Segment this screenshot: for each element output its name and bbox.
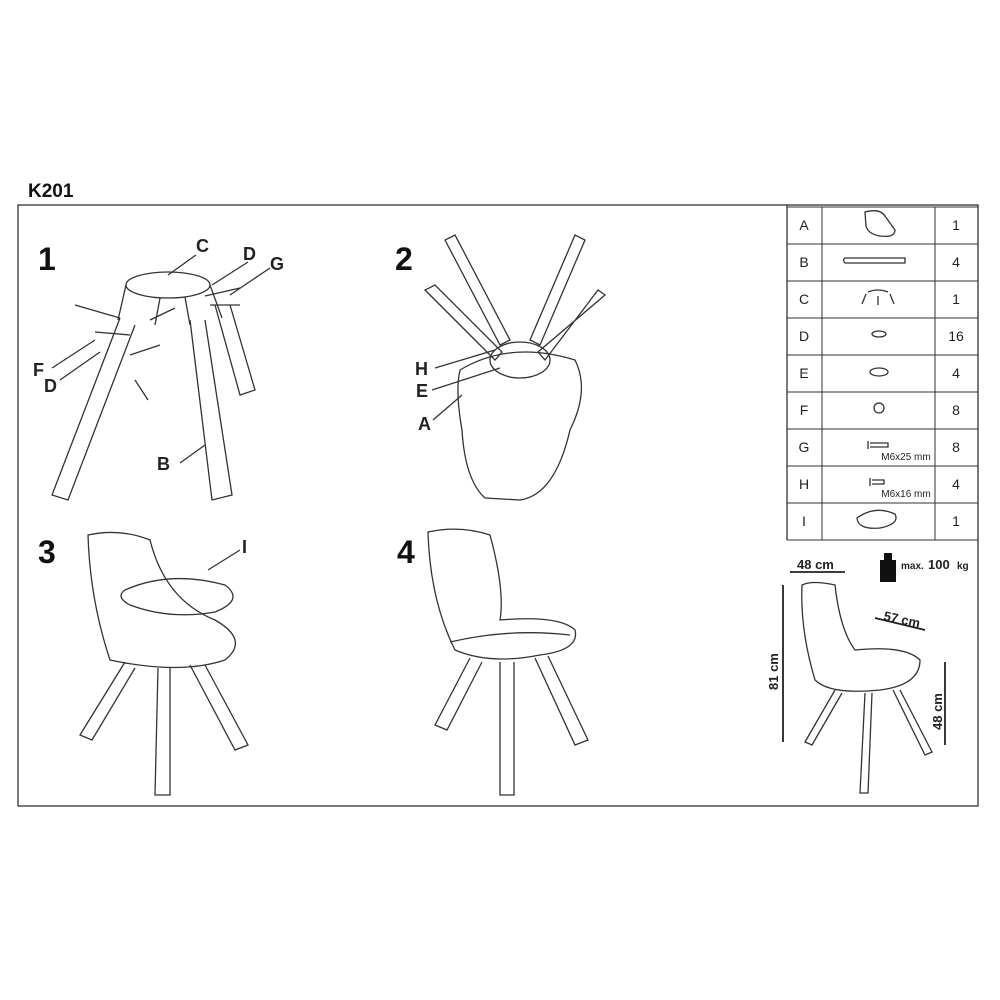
part-quantity: 4 <box>952 254 960 270</box>
step-1: 1 C D G F D B <box>33 236 284 501</box>
bolt-icon <box>867 441 889 449</box>
weight-icon <box>880 560 896 582</box>
step-number: 2 <box>395 241 413 277</box>
label-i: I <box>242 537 247 557</box>
nut-icon <box>873 402 885 414</box>
max-load-prefix: max. <box>901 561 924 572</box>
seat-height-dimension: 48 cm <box>930 693 945 730</box>
part-spec: M6x25 mm <box>881 452 930 463</box>
label-h: H <box>415 359 428 379</box>
height-dimension: 81 cm <box>766 653 781 690</box>
parts-row: D 16 <box>787 317 978 344</box>
part-id: D <box>799 328 809 344</box>
step-2: 2 H E A <box>395 234 607 501</box>
dimensions-panel: 48 cm 57 cm 81 cm 48 cm max. 100 kg <box>766 553 969 794</box>
part-quantity: 4 <box>952 476 960 492</box>
part-id: G <box>799 439 810 455</box>
label-e: E <box>416 381 428 401</box>
outer-frame <box>17 204 979 807</box>
part-id: I <box>802 513 806 529</box>
step-3: 3 I <box>38 531 249 796</box>
model-title: K201 <box>28 181 74 202</box>
part-quantity: 16 <box>948 328 964 344</box>
part-quantity: 8 <box>952 439 960 455</box>
label-g: G <box>270 254 284 274</box>
width-dimension: 48 cm <box>797 557 834 572</box>
part-quantity: 1 <box>952 291 960 307</box>
label-d2: D <box>44 376 57 396</box>
part-id: F <box>800 402 809 418</box>
label-d: D <box>243 244 256 264</box>
part-id: A <box>799 217 809 233</box>
max-load-unit: kg <box>957 561 969 572</box>
step-4: 4 <box>397 528 589 796</box>
short-bolt-icon <box>869 478 885 486</box>
seat-cushion-icon <box>856 509 897 529</box>
leg-icon <box>842 257 906 264</box>
large-washer-icon <box>869 367 889 377</box>
part-quantity: 1 <box>952 513 960 529</box>
depth-dimension: 57 cm <box>882 608 921 630</box>
step-number: 1 <box>38 241 56 277</box>
part-quantity: 4 <box>952 365 960 381</box>
washer-icon <box>871 330 887 338</box>
part-quantity: 8 <box>952 402 960 418</box>
part-id: B <box>799 254 808 270</box>
label-a: A <box>418 414 431 434</box>
label-f: F <box>33 360 44 380</box>
base-plate-icon <box>861 289 895 305</box>
part-id: C <box>799 291 809 307</box>
seat-shell-icon <box>864 210 896 238</box>
step-number: 3 <box>38 534 56 570</box>
part-id: E <box>799 365 808 381</box>
part-spec: M6x16 mm <box>881 489 930 500</box>
label-c: C <box>196 236 209 256</box>
label-b: B <box>157 454 170 474</box>
part-id: H <box>799 476 809 492</box>
part-quantity: 1 <box>952 217 960 233</box>
max-load-value: 100 <box>928 557 950 572</box>
step-number: 4 <box>397 534 415 570</box>
